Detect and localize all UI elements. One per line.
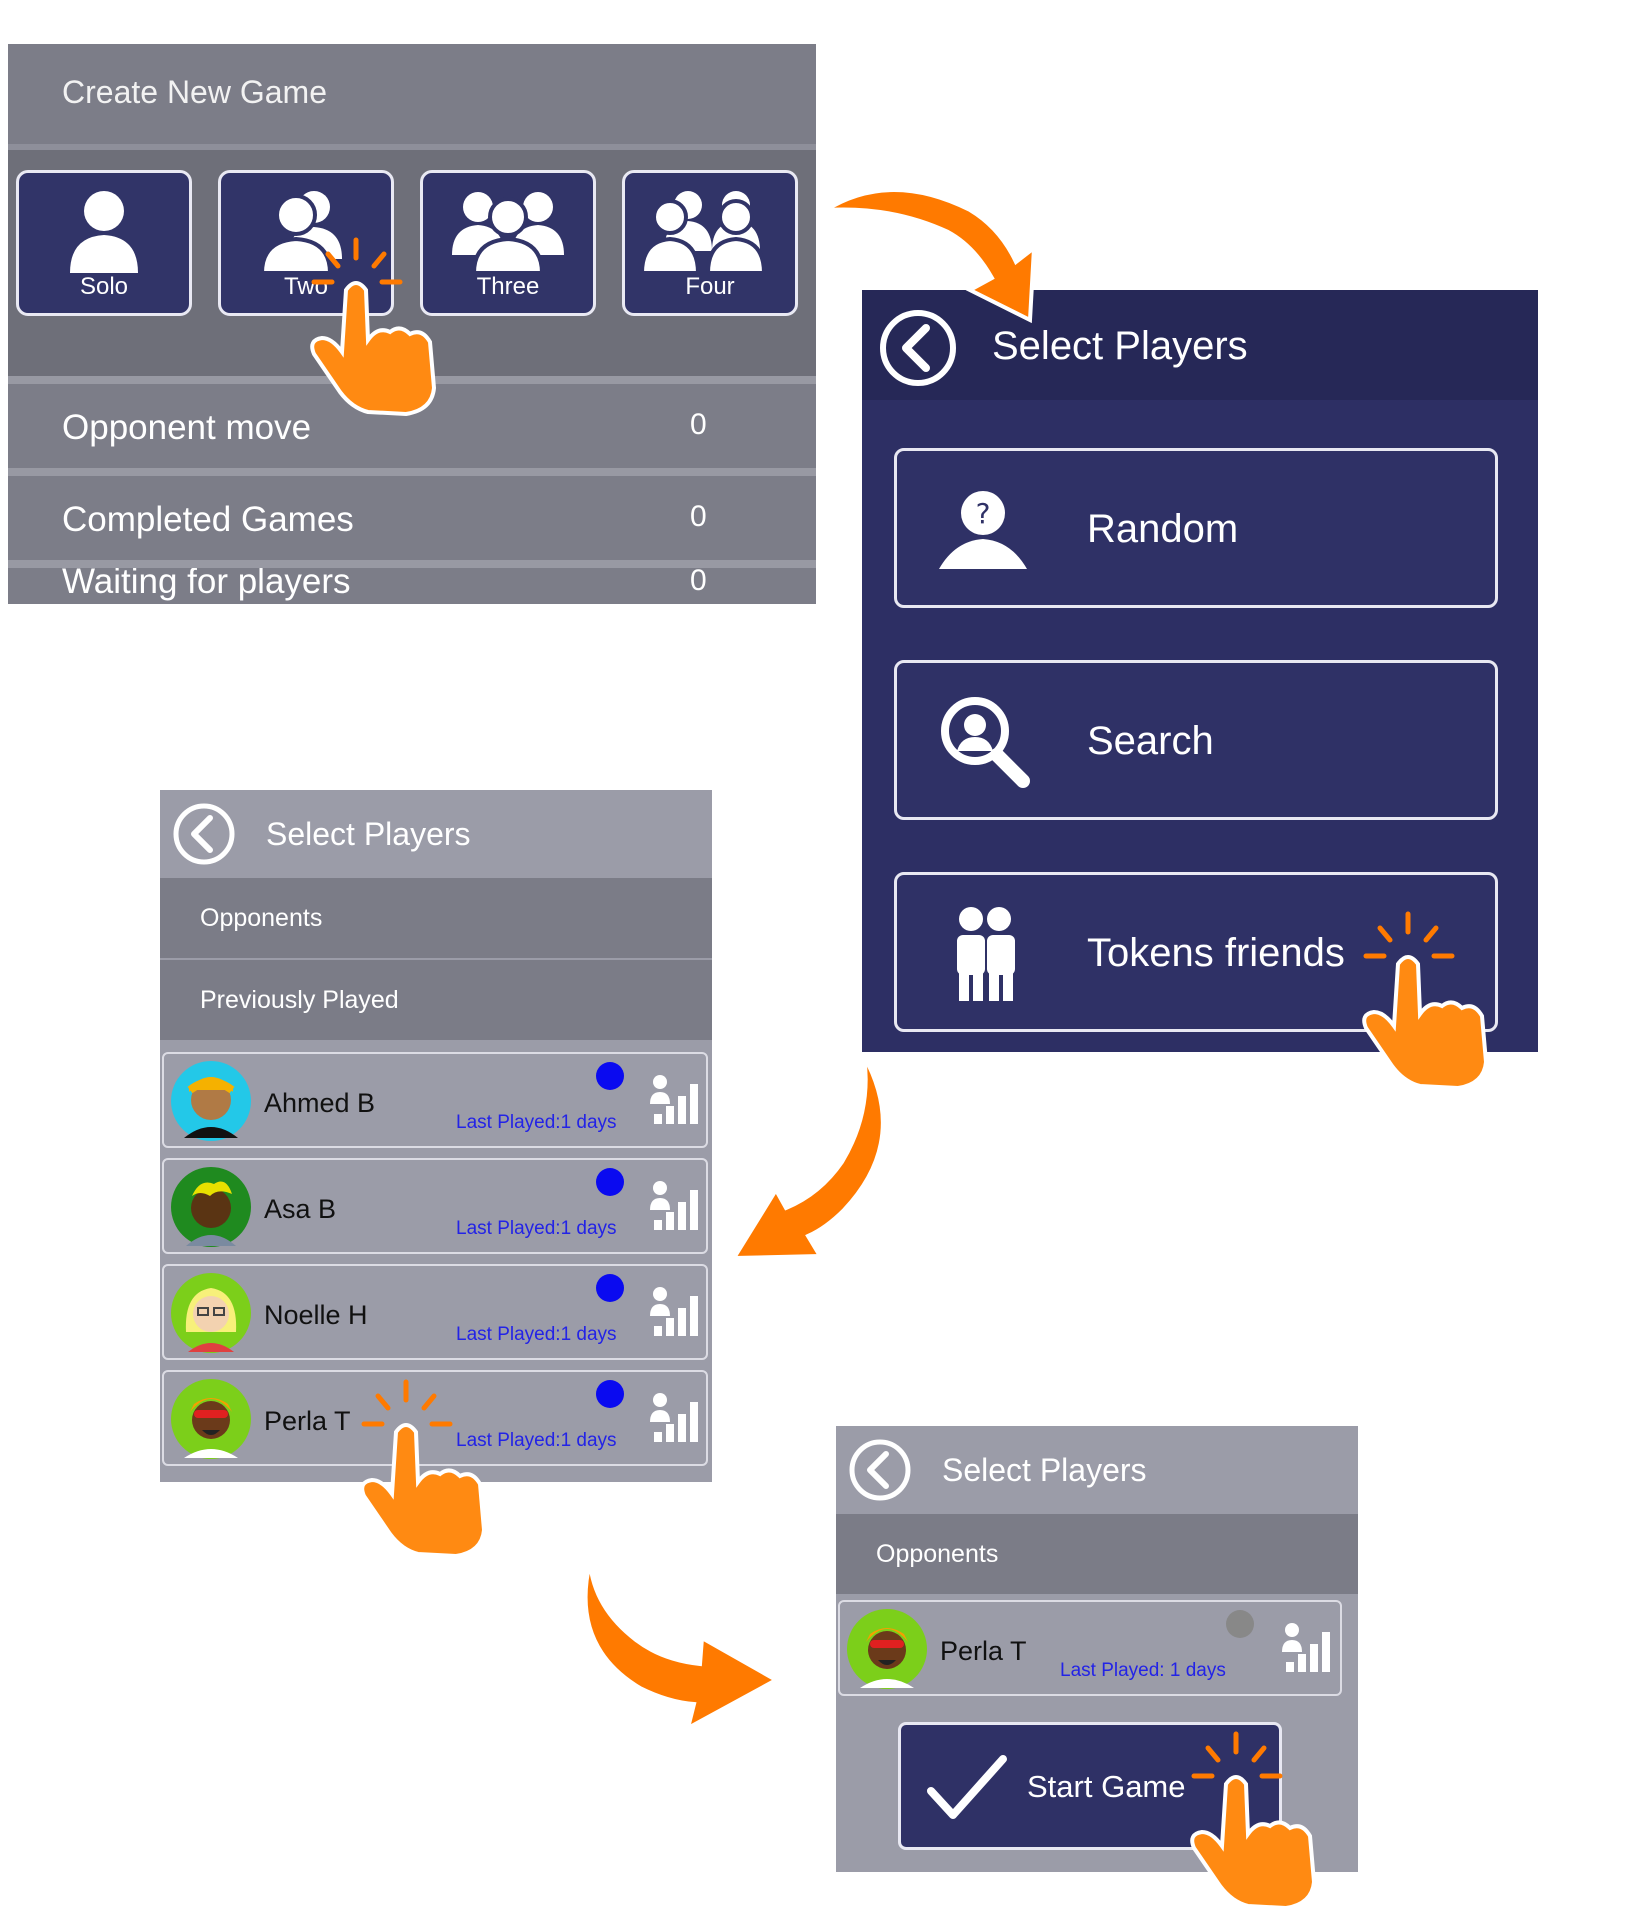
opponents-label: Opponents	[200, 904, 323, 932]
player-row-ahmed[interactable]: Ahmed B Last Played:1 days	[162, 1052, 708, 1148]
three-button[interactable]: Three	[420, 170, 596, 316]
flow-arrow-1	[824, 188, 1037, 324]
select-players-header: Select Players	[862, 290, 1538, 400]
back-icon[interactable]	[848, 1438, 912, 1502]
friends-icon	[951, 905, 1021, 1001]
player-row-noelle[interactable]: Noelle H Last Played:1 days	[162, 1264, 708, 1360]
tokens-friends-label: Tokens friends	[1087, 931, 1345, 975]
leaderboard-icon[interactable]	[648, 1074, 698, 1126]
flow-arrow-2	[730, 1055, 885, 1261]
last-played-text: Last Played:1 days	[456, 1324, 617, 1345]
player-name: Ahmed B	[264, 1088, 376, 1118]
four-label: Four	[685, 273, 735, 300]
leaderboard-icon[interactable]	[1280, 1622, 1330, 1674]
last-played-text: Last Played: 1 days	[1060, 1660, 1226, 1681]
divider	[8, 468, 816, 476]
player-name: Noelle H	[264, 1300, 368, 1330]
player-row-asa[interactable]: Asa B Last Played:1 days	[162, 1158, 708, 1254]
completed-games-row[interactable]: Completed Games 0	[8, 476, 816, 560]
two-label: Two	[283, 273, 328, 300]
page-title: Select Players	[992, 324, 1248, 368]
search-button[interactable]: Search	[894, 660, 1498, 820]
divider	[8, 560, 816, 568]
player-name: Perla T	[940, 1636, 1027, 1666]
checkmark-icon	[927, 1755, 1007, 1821]
start-game-label: Start Game	[1027, 1769, 1186, 1804]
opponents-section: Opponents	[160, 878, 712, 958]
leaderboard-icon[interactable]	[648, 1286, 698, 1338]
avatar	[170, 1272, 252, 1354]
two-people-icon	[221, 185, 391, 275]
random-button[interactable]: ? Random	[894, 448, 1498, 608]
create-game-title: Create New Game	[62, 74, 327, 110]
start-game-panel: Select Players Opponents Perla T Last Pl…	[836, 1426, 1358, 1872]
leaderboard-icon[interactable]	[648, 1180, 698, 1232]
status-dot	[596, 1274, 624, 1302]
previously-played-section: Previously Played	[160, 960, 712, 1040]
tap-hand-icon	[360, 1379, 487, 1559]
avatar	[170, 1060, 252, 1142]
two-button[interactable]: Two	[218, 170, 394, 316]
last-played-text: Last Played:1 days	[456, 1430, 617, 1451]
solo-label: Solo	[79, 273, 129, 300]
completed-games-count: 0	[690, 500, 707, 533]
previously-played-label: Previously Played	[200, 986, 399, 1014]
start-game-button[interactable]: Start Game	[898, 1722, 1282, 1850]
page-title: Select Players	[266, 816, 471, 852]
solo-button[interactable]: Solo	[16, 170, 192, 316]
selected-player-row[interactable]: Perla T Last Played: 1 days	[838, 1600, 1342, 1696]
back-icon[interactable]	[878, 308, 958, 388]
player-row-perla[interactable]: Perla T Last Played:1 days	[162, 1370, 708, 1466]
tap-hand-icon	[1362, 911, 1489, 1091]
opponent-move-label: Opponent move	[62, 408, 312, 447]
avatar	[170, 1166, 252, 1248]
status-dot	[596, 1380, 624, 1408]
create-game-header: Create New Game	[8, 44, 816, 150]
waiting-for-players-row[interactable]: Waiting for players 0	[8, 568, 816, 604]
start-panel-header: Select Players	[836, 1426, 1358, 1514]
leaderboard-icon[interactable]	[648, 1392, 698, 1444]
opponent-move-count: 0	[690, 408, 707, 441]
four-people-icon	[625, 185, 795, 275]
search-person-icon	[935, 691, 1035, 791]
opponents-label: Opponents	[876, 1540, 999, 1568]
opponent-list-panel: Select Players Opponents Previously Play…	[160, 790, 712, 1482]
waiting-for-players-label: Waiting for players	[62, 568, 351, 601]
svg-text:?: ?	[976, 497, 991, 530]
completed-games-label: Completed Games	[62, 500, 354, 539]
player-name: Perla T	[264, 1406, 351, 1436]
tap-hand-icon	[1190, 1731, 1317, 1911]
player-name: Asa B	[264, 1194, 337, 1224]
three-people-icon	[423, 185, 593, 275]
last-played-text: Last Played:1 days	[456, 1112, 617, 1133]
avatar	[846, 1608, 928, 1690]
waiting-for-players-count: 0	[690, 568, 707, 597]
unknown-person-icon: ?	[935, 483, 1031, 573]
status-dot	[596, 1168, 624, 1196]
avatar	[170, 1378, 252, 1460]
flow-arrow-3	[583, 1561, 781, 1732]
four-button[interactable]: Four	[622, 170, 798, 316]
status-dot	[1226, 1610, 1254, 1638]
page-title: Select Players	[942, 1452, 1147, 1488]
last-played-text: Last Played:1 days	[456, 1218, 617, 1239]
random-label: Random	[1087, 507, 1239, 551]
back-icon[interactable]	[172, 802, 236, 866]
search-label: Search	[1087, 719, 1214, 763]
three-label: Three	[476, 273, 540, 300]
tap-hand-icon	[310, 237, 437, 417]
single-person-icon	[19, 185, 189, 275]
opponent-list-header: Select Players	[160, 790, 712, 878]
status-dot	[596, 1062, 624, 1090]
opponents-section: Opponents	[836, 1514, 1358, 1594]
